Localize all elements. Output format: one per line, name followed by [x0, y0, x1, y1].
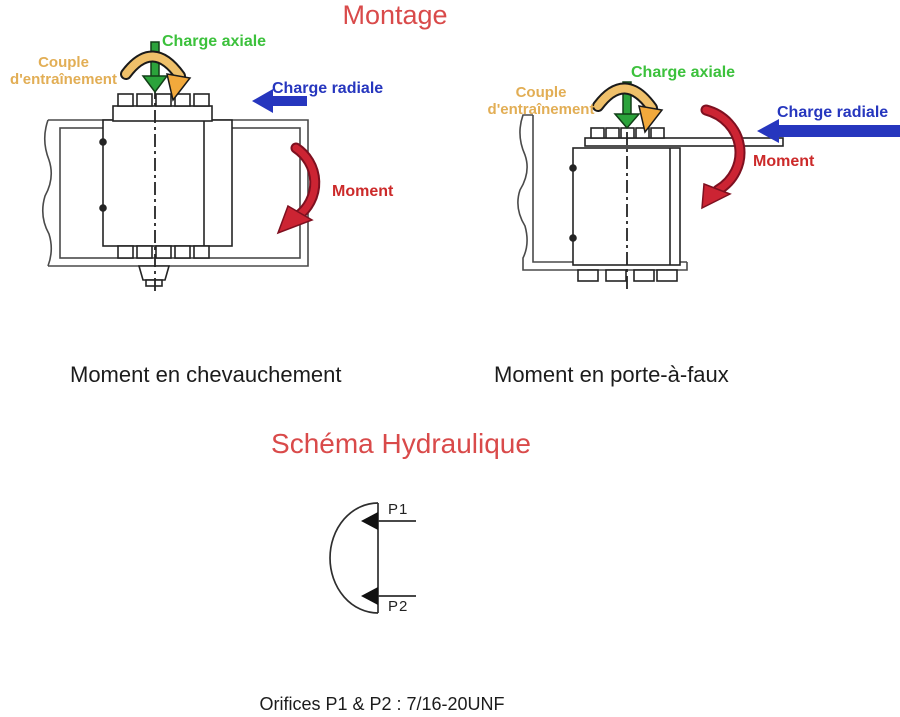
- moment-label: Moment: [332, 183, 394, 200]
- ports-footnote: Orifices P1 & P2 : 7/16-20UNF: [259, 694, 505, 714]
- moment-label: Moment: [753, 153, 815, 170]
- hydraulic-symbol: [329, 502, 416, 614]
- port-p1-label: P1: [388, 501, 409, 518]
- flow-triangle-p2: [361, 587, 378, 605]
- page-title: Montage: [342, 0, 448, 30]
- break-line: [41, 119, 53, 267]
- axial-load-label: Charge axiale: [162, 33, 267, 50]
- mounting-bolts-bottom: [577, 269, 678, 282]
- moment-arrow: [700, 104, 746, 210]
- cantilever-plate: [584, 137, 784, 147]
- motor-body: [569, 127, 784, 282]
- radial-load-label: Charge radiale: [272, 80, 384, 97]
- drive-torque-arrow: [120, 50, 192, 102]
- radial-load-arrow: [252, 89, 307, 113]
- mounting-bolts-bottom: [117, 245, 210, 259]
- moment-arrow: [276, 142, 321, 235]
- break-line: [517, 114, 688, 271]
- hydraulic-section-title: Schéma Hydraulique: [271, 428, 531, 459]
- drive-torque-label: Couple d'entraînement: [487, 84, 595, 118]
- drive-torque-arrow: [592, 82, 664, 134]
- motor-top-flange: [112, 105, 213, 122]
- drive-torque-label: Couple d'entraînement: [10, 54, 117, 88]
- left-mount-diagram: [41, 41, 321, 294]
- port-p2-label: P2: [388, 598, 409, 615]
- motor-body: [99, 93, 233, 287]
- shaft-nut: [137, 265, 171, 287]
- axial-load-arrow: [613, 81, 641, 130]
- radial-load-arrow: [757, 119, 900, 143]
- right-mount-diagram: [517, 81, 900, 293]
- right-diagram-caption: Moment en porte-à-faux: [494, 362, 729, 387]
- flow-triangle-p1: [361, 512, 378, 530]
- left-diagram-caption: Moment en chevauchement: [70, 362, 342, 387]
- mounting-bolts-top: [117, 93, 210, 107]
- radial-load-label: Charge radiale: [777, 104, 889, 121]
- axial-load-label: Charge axiale: [631, 64, 736, 81]
